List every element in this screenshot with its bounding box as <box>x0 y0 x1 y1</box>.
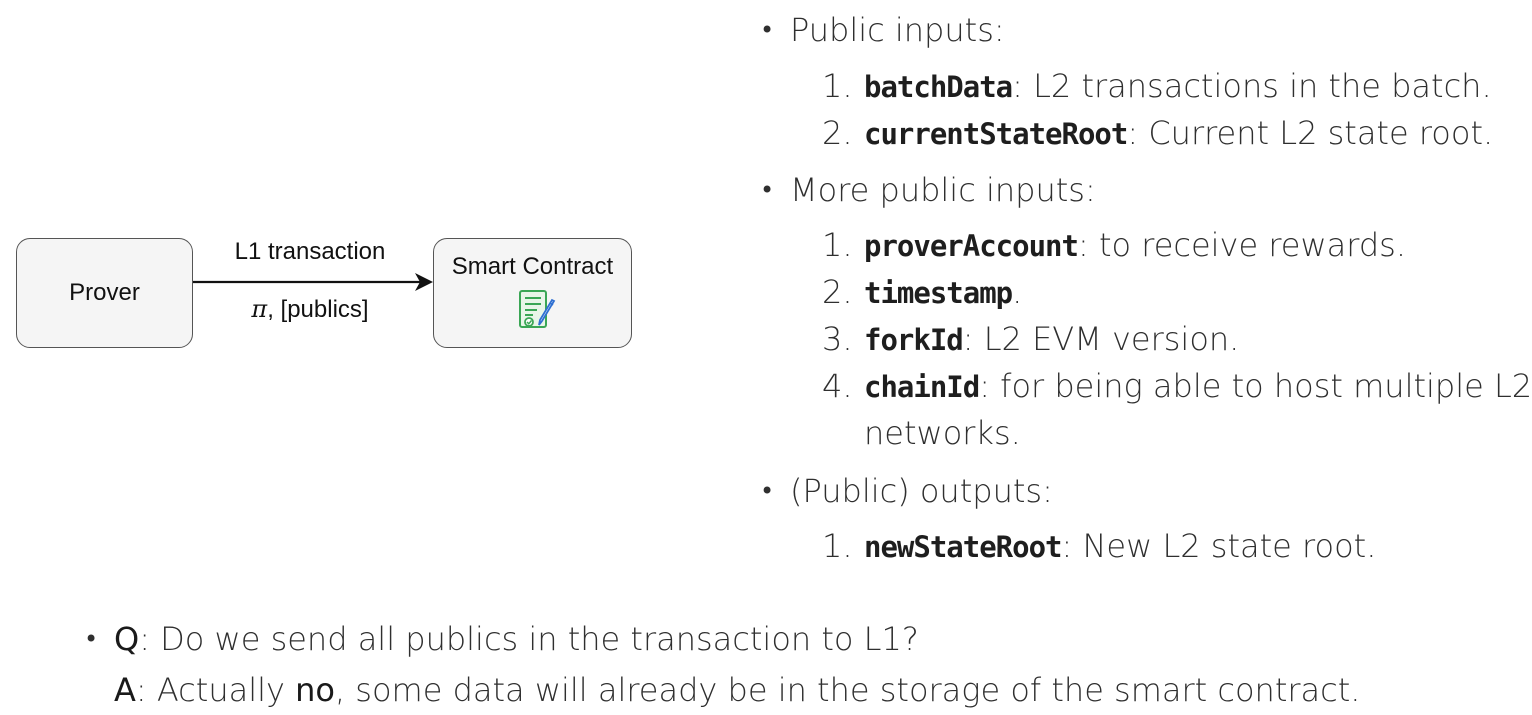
contract-document-icon <box>519 290 556 328</box>
publics-text: , [publics] <box>267 296 369 323</box>
prover-contract-diagram: Prover L1 transaction π, [publics] Smart… <box>0 0 660 420</box>
code-proveraccount: proverAccount <box>864 229 1079 263</box>
code-batchdata: batchData <box>864 70 1013 104</box>
smart-contract-box: Smart Contract <box>433 238 632 348</box>
prover-box: Prover <box>16 238 193 348</box>
code-forkid: forkId <box>864 323 964 357</box>
smart-contract-label: Smart Contract <box>451 253 614 280</box>
bullet-icon: • <box>760 176 775 204</box>
answer-emphasis: no <box>295 671 335 709</box>
prover-label: Prover <box>69 279 140 306</box>
code-timestamp: timestamp <box>864 276 1013 310</box>
inputs-outputs-list: • Public inputs: 1. batchData: L2 transa… <box>760 11 1532 565</box>
question-answer-block: • Q: Do we send all publics in the trans… <box>0 600 1510 715</box>
code-chainid: chainId <box>864 370 980 404</box>
answer-label: A <box>114 671 136 709</box>
bullet-icon: • <box>84 625 99 653</box>
question-label: Q <box>114 620 140 658</box>
edge-label-l1-transaction: L1 transaction <box>234 238 386 265</box>
list-item-continuation: networks. <box>864 414 1021 452</box>
answer-row: A: Actually no, some data will already b… <box>114 671 1361 709</box>
pi-symbol: π <box>251 295 268 323</box>
bullet-icon: • <box>760 477 775 505</box>
edge-label-proof-publics: π, [publics] <box>200 295 420 324</box>
bullet-icon: • <box>760 16 775 44</box>
code-newstateroot: newStateRoot <box>864 530 1063 564</box>
question-text: : Do we send all publics in the transact… <box>139 620 919 658</box>
transaction-arrow <box>193 273 433 291</box>
code-currentstateroot: currentStateRoot <box>864 117 1128 151</box>
